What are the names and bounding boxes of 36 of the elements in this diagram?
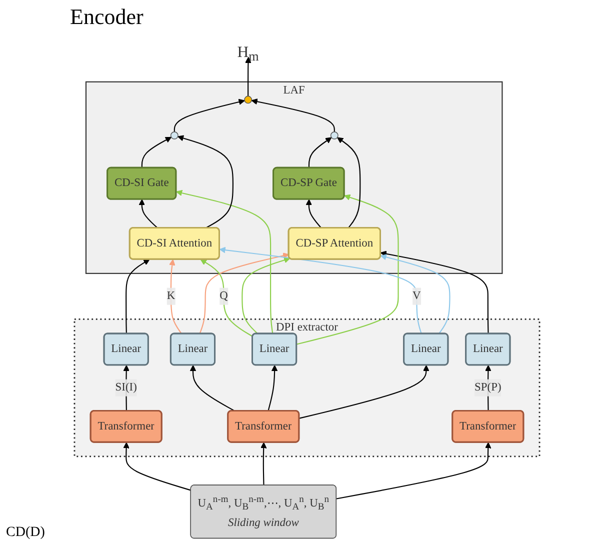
arrow [299,365,430,419]
arrow [190,365,236,412]
arrow [306,199,322,228]
arrow [251,98,335,132]
edge-label: V [412,290,421,302]
arrow [200,259,253,337]
arrow [336,442,492,500]
arrow [308,137,332,168]
arrow [141,136,172,168]
arrow [242,257,290,334]
arrow [174,98,245,132]
node-circle [170,132,178,140]
arrow [176,190,274,334]
arrow [268,365,278,412]
arrow [199,252,290,334]
node-circle [244,96,252,104]
arrow [178,135,234,228]
edge-label: Q [220,290,228,302]
node-circle [330,132,338,140]
arrow [260,442,267,486]
edge-label: SI(I) [115,381,137,394]
arrow [219,246,422,334]
arrow [169,259,182,334]
arrow [126,259,150,334]
edge-label: K [166,290,176,302]
edge-label: SP(P) [474,381,502,394]
arrow [138,199,158,228]
arrow [337,137,361,228]
arrow [380,250,489,334]
note-label: CD(D) [6,525,45,541]
arrow [245,56,252,96]
diagram-title: Encoder [70,4,144,30]
arrow [296,194,399,345]
arrow [380,254,450,334]
arrow [123,442,192,491]
node-text: H$_{m}$ [237,42,259,64]
